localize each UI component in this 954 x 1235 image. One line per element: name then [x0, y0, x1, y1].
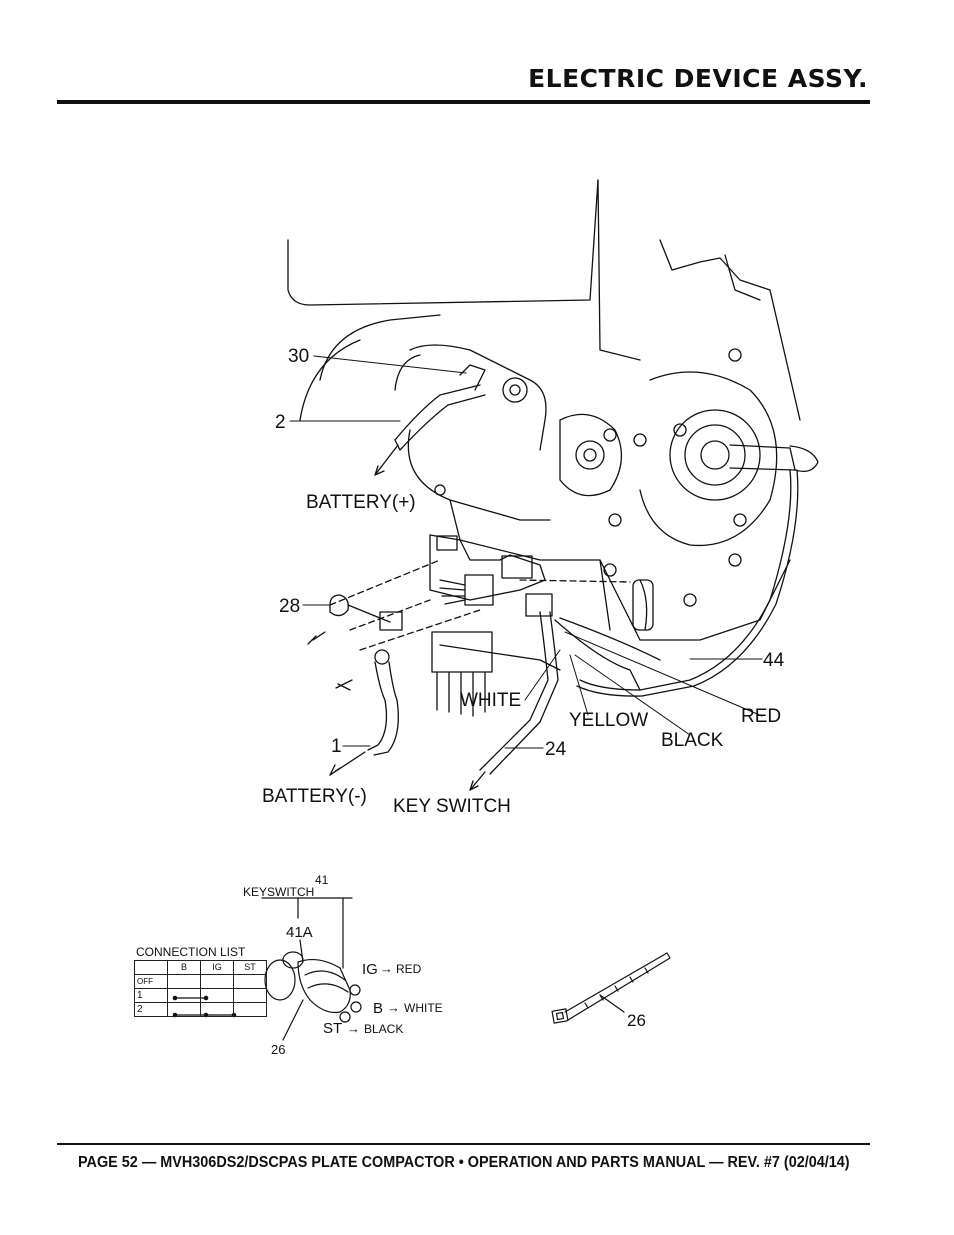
table-cell	[200, 974, 234, 989]
callout-1: 1	[331, 736, 342, 757]
callout-41: 41	[315, 873, 329, 887]
connection-list-title: CONNECTION LIST	[136, 945, 246, 959]
callout-41a: 41A	[286, 924, 313, 941]
table-row-label: OFF	[134, 974, 168, 989]
connection-list-table: B IG ST OFF 1 2	[134, 960, 267, 1017]
callout-30: 30	[288, 346, 309, 367]
table-cell	[200, 988, 234, 1003]
terminal-28	[329, 594, 349, 617]
page-footer: PAGE 52 — MVH306DS2/DSCPAS PLATE COMPACT…	[78, 1154, 850, 1171]
bolts	[434, 348, 747, 607]
key-switch-label: KEY SWITCH	[393, 796, 511, 817]
keyswitch-assembly	[174, 897, 362, 1041]
table-cell	[167, 988, 201, 1003]
b-wire-label: WHITE	[404, 1001, 443, 1015]
st-terminal-label: ST	[323, 1020, 342, 1037]
yellow-wire-label: YELLOW	[569, 710, 648, 731]
st-wire-label: BLACK	[364, 1022, 403, 1036]
st-arrow: →	[347, 1021, 360, 1036]
table-header-cell: IG	[200, 960, 234, 975]
table-header-cell	[134, 960, 168, 975]
battery-positive-label: BATTERY(+)	[306, 492, 416, 513]
red-wire-label: RED	[741, 706, 781, 727]
black-wire-label: BLACK	[661, 730, 724, 751]
callout-26-cable-tie: 26	[627, 1011, 646, 1030]
battery-negative-label: BATTERY(-)	[262, 786, 367, 807]
table-cell	[167, 1002, 201, 1017]
callout-24: 24	[545, 739, 567, 760]
b-terminal-label: B	[373, 1000, 383, 1017]
flywheel-cover	[639, 371, 778, 547]
callout-2: 2	[275, 412, 286, 433]
callout-44: 44	[763, 650, 785, 671]
ig-wire-label: RED	[396, 962, 422, 976]
table-cell	[200, 1002, 234, 1017]
starter-motor	[409, 344, 547, 451]
footer-rule	[57, 1143, 870, 1145]
regulator-bracket	[429, 534, 546, 601]
table-header-cell: ST	[233, 960, 267, 975]
cable-tie	[551, 952, 671, 1024]
callout-28: 28	[279, 596, 300, 617]
engine-shroud	[287, 179, 599, 306]
page-title: ELECTRIC DEVICE ASSY.	[528, 64, 868, 93]
table-header-cell: B	[167, 960, 201, 975]
ig-arrow: →	[380, 961, 393, 976]
ig-terminal-label: IG	[362, 961, 378, 978]
white-wire-label: WHITE	[460, 690, 521, 711]
table-cell	[233, 988, 267, 1003]
rectifier	[431, 631, 493, 673]
table-cell	[233, 1002, 267, 1017]
b-arrow: →	[387, 1000, 400, 1015]
table-row-label: 2	[134, 1002, 168, 1017]
table-cell	[167, 974, 201, 989]
callout-26-keyswitch: 26	[271, 1042, 285, 1057]
table-row-label: 1	[134, 988, 168, 1003]
keyswitch-title: KEYSWITCH	[243, 885, 314, 899]
table-cell	[233, 974, 267, 989]
header-rule	[57, 100, 870, 104]
